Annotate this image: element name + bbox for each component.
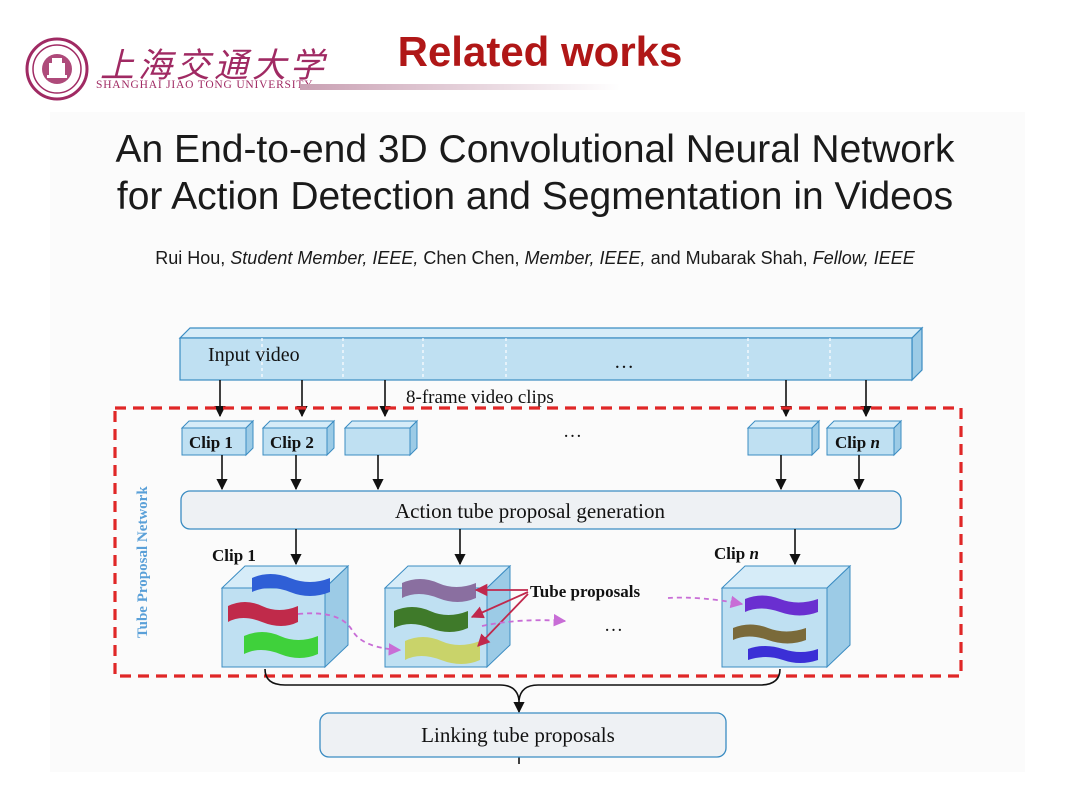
tube-proposals-label: Tube proposals bbox=[530, 582, 640, 601]
clip-box-2 bbox=[261, 419, 336, 457]
university-name-cn: 上海交通大学 bbox=[100, 46, 328, 86]
input-to-clip-arrows bbox=[214, 380, 872, 418]
tube-proposal-pointer-arrows bbox=[470, 583, 529, 647]
author-name: and Mubarak Shah, bbox=[650, 248, 808, 268]
clip-box-n bbox=[825, 419, 903, 457]
clip-1-label: Clip 1 bbox=[189, 433, 233, 452]
sjtu-seal-logo-icon bbox=[25, 37, 89, 101]
slide-title: Related works bbox=[397, 28, 683, 75]
clip-box-1 bbox=[180, 419, 255, 457]
paper-authors: Rui Hou, Student Member, IEEE, Chen Chen… bbox=[40, 248, 1030, 269]
tube-cube-n bbox=[720, 564, 852, 669]
clip-n-label: Clip n bbox=[835, 433, 880, 452]
tube-cube-1 bbox=[220, 564, 350, 669]
generation-to-cube-arrows bbox=[290, 529, 801, 566]
action-tube-generation-box bbox=[180, 490, 902, 530]
tube-flow-arrows bbox=[297, 595, 744, 656]
tube-cube-2 bbox=[383, 564, 512, 669]
clip-n-prefix: Clip bbox=[835, 433, 866, 452]
author-role: Fellow, IEEE bbox=[812, 248, 915, 268]
generation-label: Action tube proposal generation bbox=[395, 499, 666, 523]
paper-title-line-1: An End-to-end 3D Convolutional Neural Ne… bbox=[115, 128, 955, 171]
cube-clip-1-label: Clip 1 bbox=[212, 546, 256, 565]
author-role: Member, IEEE, bbox=[524, 248, 646, 268]
clip-to-generation-arrows bbox=[216, 455, 865, 491]
clip-box-3 bbox=[343, 419, 419, 457]
input-video-strip bbox=[178, 326, 924, 382]
university-name-en: Shanghai Jiao Tong University bbox=[96, 79, 314, 91]
author-name: Rui Hou, bbox=[155, 248, 226, 268]
merge-brace bbox=[264, 668, 781, 764]
network-label: Tube Proposal Network bbox=[135, 486, 151, 638]
clip-2-label: Clip 2 bbox=[270, 433, 314, 452]
linking-tube-proposals-box bbox=[319, 712, 727, 758]
tube-proposal-network-frame bbox=[113, 406, 963, 678]
cubes-ellipsis: … bbox=[604, 615, 623, 636]
linking-label: Linking tube proposals bbox=[421, 723, 615, 747]
clips-label: 8-frame video clips bbox=[406, 387, 554, 408]
cube-clip-n-label: Clip n bbox=[714, 544, 759, 563]
paper-title: An End-to-end 3D Convolutional Neural Ne… bbox=[40, 126, 1030, 220]
author-role: Student Member, IEEE, bbox=[230, 248, 419, 268]
cube-clip-n-var: n bbox=[749, 544, 758, 563]
strip-ellipsis: … bbox=[614, 351, 634, 373]
cube-clip-n-prefix: Clip bbox=[714, 544, 745, 563]
paper-title-line-2: for Action Detection and Segmentation in… bbox=[116, 175, 954, 218]
input-video-label: Input video bbox=[208, 344, 300, 366]
clip-box-4 bbox=[746, 419, 821, 457]
author-name: Chen Chen, bbox=[423, 248, 520, 268]
clip-n-var: n bbox=[870, 433, 879, 452]
header-divider bbox=[300, 84, 620, 90]
clips-ellipsis: … bbox=[563, 421, 582, 442]
